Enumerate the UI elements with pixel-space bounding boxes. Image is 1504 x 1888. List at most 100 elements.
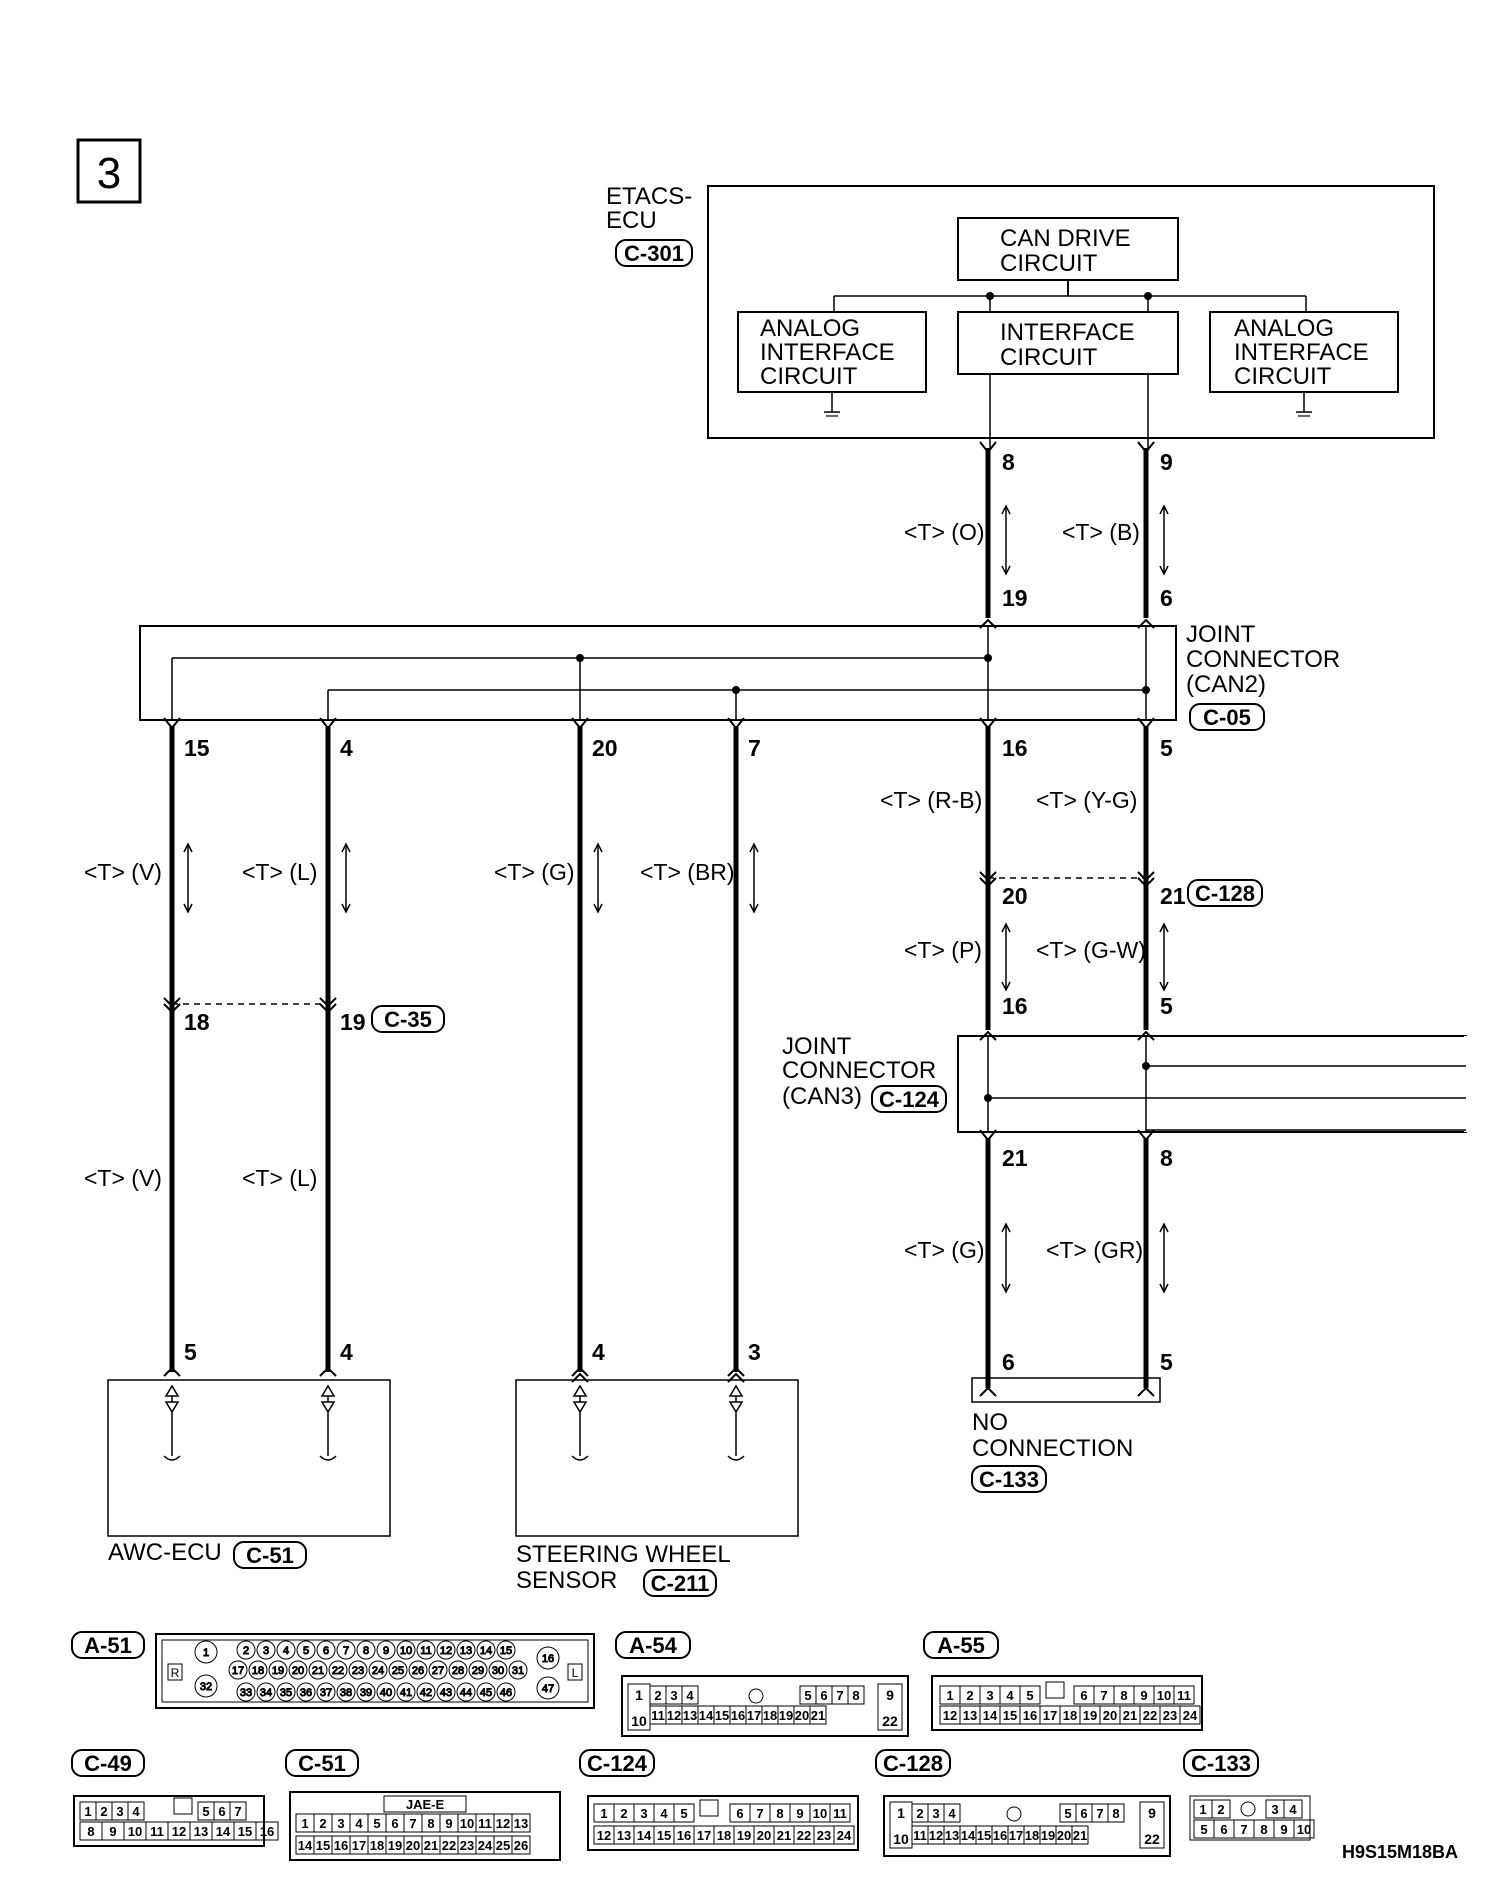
pin-cell: 44: [460, 1687, 472, 1699]
pin-cell: 7: [409, 1816, 416, 1831]
pin-cell: 3: [670, 1688, 677, 1703]
pin-cell: 42: [420, 1687, 432, 1699]
pin-cell: 2: [654, 1688, 661, 1703]
pin-cell: 9: [1140, 1688, 1147, 1703]
pin-cell: 7: [234, 1804, 241, 1819]
pin-jc2-15: 15: [184, 735, 210, 761]
pin-cell: 12: [440, 1645, 452, 1657]
pin-cell: 1: [1199, 1802, 1206, 1817]
pin-jc2-20: 20: [592, 735, 618, 761]
jc2-line2: CONNECTOR: [1186, 646, 1340, 673]
pin-cell: 5: [373, 1816, 380, 1831]
pin-cell: 4: [355, 1816, 363, 1831]
pin-cell: 16: [993, 1828, 1007, 1843]
pin-cell: 21: [777, 1828, 791, 1843]
awc-connector: C-51: [246, 1543, 294, 1568]
pin-cell: 14: [480, 1645, 492, 1657]
pin-cell: 36: [300, 1687, 312, 1699]
pin-cell: 1: [203, 1647, 209, 1659]
pin-sws-4: 4: [592, 1339, 605, 1365]
pin-cell: 2: [319, 1816, 326, 1831]
a51-l: L: [572, 1666, 579, 1680]
pin-jc3-in-5: 5: [1160, 993, 1173, 1019]
pin-cell: 17: [352, 1838, 366, 1853]
pin-cell: 6: [820, 1688, 827, 1703]
pin-sws-3: 3: [748, 1339, 761, 1365]
interface-box: [957, 311, 1179, 375]
pin-cell: 17: [747, 1708, 761, 1723]
pin-jc2-5: 5: [1160, 735, 1173, 761]
pin-cell: 1: [635, 1687, 643, 1703]
pin-cell: 24: [478, 1838, 493, 1853]
pin-cell: 11: [651, 1708, 665, 1723]
pin-cell: 3: [1271, 1802, 1278, 1817]
pin-c35-19: 19: [340, 1009, 366, 1035]
pin-cell: 19: [737, 1828, 751, 1843]
pin-cell: 11: [420, 1645, 431, 1657]
etacs-conn-frame: [615, 239, 693, 267]
pin-cell: 22: [1143, 1708, 1157, 1723]
pin-cell: 3: [640, 1806, 647, 1821]
pin-cell: 20: [406, 1838, 420, 1853]
legend-c124: C-124: [587, 1751, 648, 1776]
pin-cell: 17: [1043, 1708, 1057, 1723]
pin-cell: 3: [986, 1688, 993, 1703]
pin-c133-5: 5: [1160, 1349, 1173, 1375]
pin-cell: 10: [1297, 1822, 1311, 1837]
etacs-name-1: ETACS-: [606, 183, 692, 210]
pin-cell: 16: [1023, 1708, 1037, 1723]
pin-cell: 11: [478, 1816, 492, 1831]
interface-2: CIRCUIT: [1000, 344, 1098, 371]
pin-jc2-7: 7: [748, 735, 761, 761]
pin-cell: 7: [343, 1645, 349, 1657]
legend-c49: C-49: [84, 1751, 132, 1776]
pin-cell: 9: [383, 1645, 389, 1657]
pin-cell: 13: [460, 1645, 472, 1657]
wire-label-gr: <T> (GR): [1046, 1237, 1143, 1263]
jae-label: JAE-E: [406, 1797, 445, 1812]
pin-cell: 10: [400, 1645, 412, 1657]
pin-cell: 14: [216, 1824, 231, 1839]
pin-cell: 3: [932, 1806, 939, 1821]
jc2-line3: (CAN2): [1186, 671, 1266, 698]
pin-cell: 24: [372, 1665, 384, 1677]
legend-a54: A-54: [629, 1633, 677, 1658]
pin-cell: 2: [243, 1645, 249, 1657]
jc2-connector: C-05: [1203, 705, 1251, 730]
pin-jc3-in-16: 16: [1002, 993, 1028, 1019]
pin-cell: 30: [492, 1665, 504, 1677]
awc-ecu-box: [107, 1379, 391, 1537]
pin-cell: 32: [200, 1681, 212, 1693]
wire-label-p: <T> (P): [904, 937, 982, 963]
pin-jc3-8: 8: [1160, 1145, 1173, 1171]
pin-cell: 14: [637, 1828, 652, 1843]
pin-cell: 1: [946, 1688, 953, 1703]
pin-cell: 22: [1144, 1831, 1160, 1847]
pin-c35-18: 18: [184, 1009, 210, 1035]
pin-cell: 2: [966, 1688, 973, 1703]
legend-a51: A-51: [84, 1633, 132, 1658]
pin-cell: 8: [1120, 1688, 1127, 1703]
noconn-line2: CONNECTION: [972, 1435, 1133, 1462]
analog-right-2: INTERFACE: [1234, 339, 1369, 366]
wire-label-g1: <T> (G): [494, 859, 575, 885]
pin-cell: 2: [916, 1806, 923, 1821]
pin-cell: 8: [1112, 1806, 1119, 1821]
pin-cell: 3: [116, 1804, 123, 1819]
pin-cell: 15: [238, 1824, 252, 1839]
wire-label-v1: <T> (V): [84, 859, 162, 885]
pin-cell: 18: [1063, 1708, 1077, 1723]
pin-cell: 47: [542, 1683, 554, 1695]
pin-cell: 25: [392, 1665, 404, 1677]
pin-cell: 23: [460, 1838, 474, 1853]
pin-cell: 12: [929, 1828, 943, 1843]
pin-cell: 7: [1096, 1806, 1103, 1821]
pin-cell: 24: [1183, 1708, 1198, 1723]
pin-cell: 8: [776, 1806, 783, 1821]
pin-c128-21: 21: [1160, 883, 1186, 909]
legend-c128: C-128: [883, 1751, 943, 1776]
pin-cell: 8: [852, 1688, 859, 1703]
